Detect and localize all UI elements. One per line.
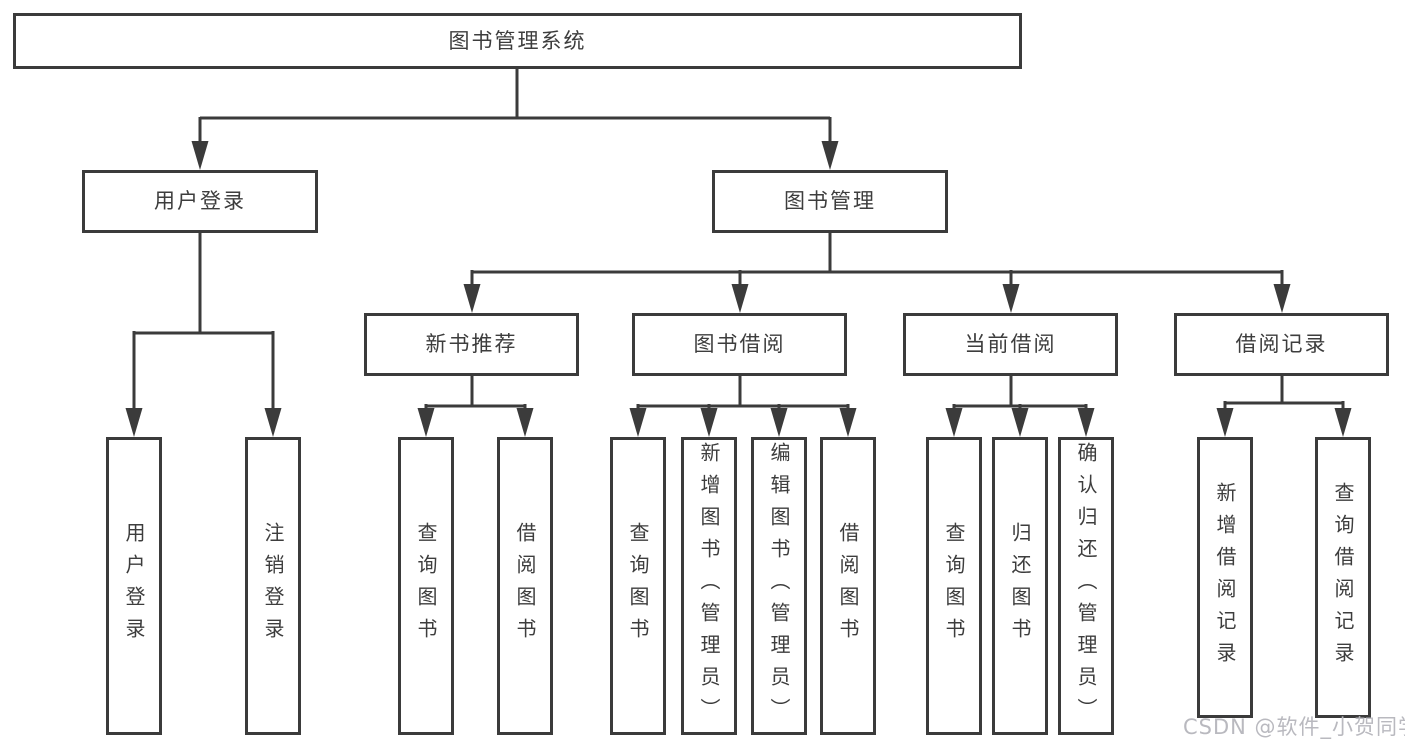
leaf-return-book-label: 归还图书 bbox=[1008, 522, 1032, 650]
arrowhead-icons bbox=[125, 141, 1352, 437]
node-book-borrow-label: 图书借阅 bbox=[693, 332, 786, 356]
leaf-query-books-borrow: 查询图书 bbox=[610, 437, 666, 735]
leaf-add-book-admin: 新增图书（管理员） bbox=[681, 437, 737, 735]
leaf-confirm-return-admin-label: 确认归还（管理员） bbox=[1074, 442, 1098, 730]
leaf-borrow-books: 借阅图书 bbox=[820, 437, 876, 735]
leaf-query-borrow-record: 查询借阅记录 bbox=[1315, 437, 1371, 718]
leaf-user-login: 用户登录 bbox=[106, 437, 162, 735]
leaf-edit-book-admin: 编辑图书（管理员） bbox=[751, 437, 807, 735]
leaf-add-borrow-record-label: 新增借阅记录 bbox=[1213, 481, 1237, 674]
leaf-add-book-admin-label: 新增图书（管理员） bbox=[697, 442, 721, 730]
node-borrow-records: 借阅记录 bbox=[1174, 313, 1389, 376]
node-root-label: 图书管理系统 bbox=[448, 28, 587, 53]
leaf-return-book: 归还图书 bbox=[992, 437, 1048, 735]
leaf-borrow-books-recommend-label: 借阅图书 bbox=[513, 522, 537, 650]
leaf-borrow-books-recommend: 借阅图书 bbox=[497, 437, 553, 735]
leaf-user-login-label: 用户登录 bbox=[122, 522, 146, 650]
node-user-login-label: 用户登录 bbox=[154, 189, 246, 213]
node-new-book-recommend: 新书推荐 bbox=[364, 313, 579, 376]
node-current-borrow-label: 当前借阅 bbox=[964, 332, 1057, 356]
leaf-query-books-recommend-label: 查询图书 bbox=[414, 522, 438, 650]
watermark-text: CSDN @软件_小贺同学 bbox=[1183, 715, 1405, 739]
node-current-borrow: 当前借阅 bbox=[903, 313, 1118, 376]
leaf-query-books-borrow-label: 查询图书 bbox=[626, 522, 650, 650]
leaf-confirm-return-admin: 确认归还（管理员） bbox=[1058, 437, 1114, 735]
node-user-login: 用户登录 bbox=[82, 170, 318, 233]
leaf-query-books-recommend: 查询图书 bbox=[398, 437, 454, 735]
node-book-borrow: 图书借阅 bbox=[632, 313, 847, 376]
leaf-edit-book-admin-label: 编辑图书（管理员） bbox=[767, 442, 791, 730]
leaf-add-borrow-record: 新增借阅记录 bbox=[1197, 437, 1253, 718]
node-root: 图书管理系统 bbox=[13, 13, 1022, 69]
node-book-management: 图书管理 bbox=[712, 170, 948, 233]
leaf-query-books-current: 查询图书 bbox=[926, 437, 982, 735]
node-book-management-label: 图书管理 bbox=[784, 189, 876, 213]
node-new-book-recommend-label: 新书推荐 bbox=[425, 332, 518, 356]
node-borrow-records-label: 借阅记录 bbox=[1235, 332, 1328, 356]
leaf-logout: 注销登录 bbox=[245, 437, 301, 735]
leaf-query-borrow-record-label: 查询借阅记录 bbox=[1331, 481, 1355, 674]
leaf-borrow-books-label: 借阅图书 bbox=[836, 522, 860, 650]
leaf-query-books-current-label: 查询图书 bbox=[942, 522, 966, 650]
leaf-logout-label: 注销登录 bbox=[261, 522, 285, 650]
